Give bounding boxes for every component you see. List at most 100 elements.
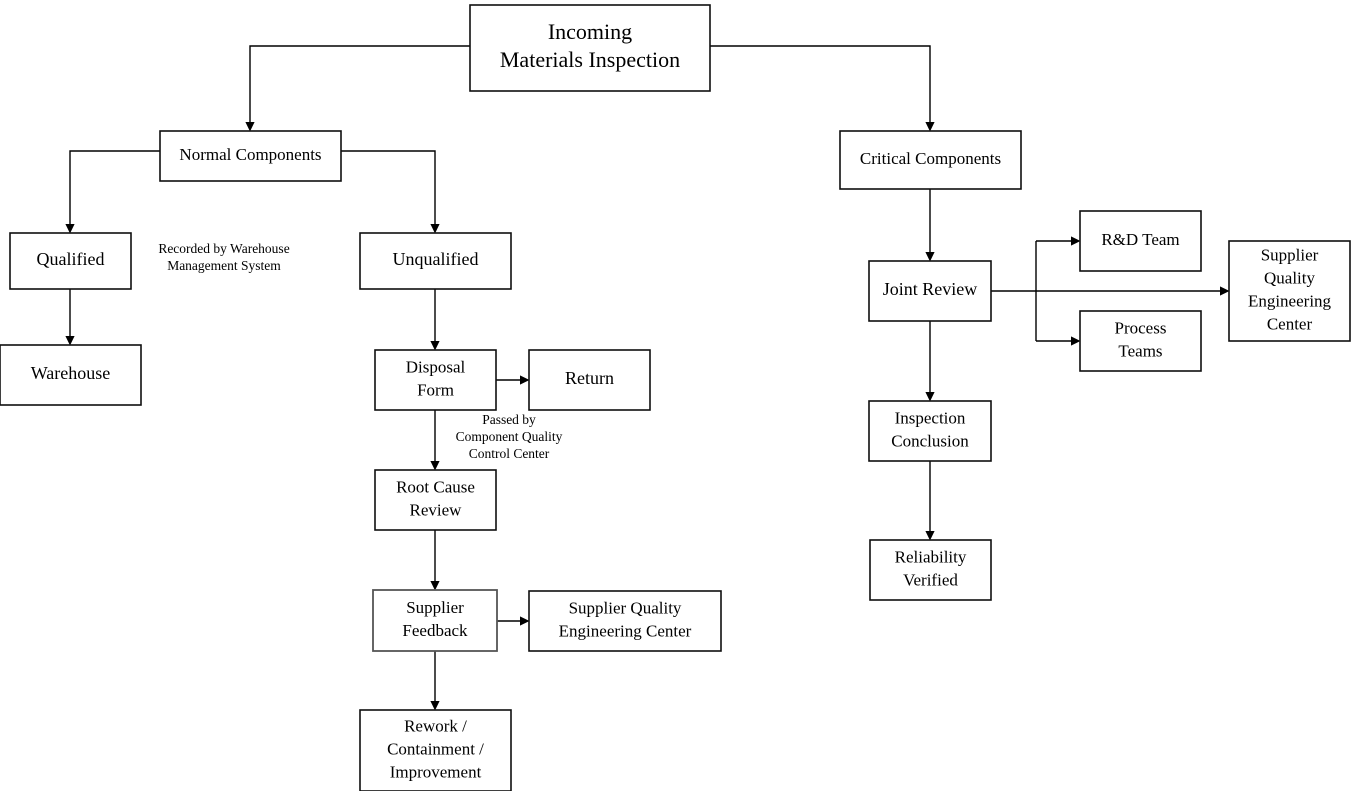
node-box[interactable] bbox=[528, 349, 651, 411]
edge-supplierfeedback-to-sqec bbox=[497, 616, 530, 626]
node-rd_team[interactable]: R&D Team bbox=[1079, 210, 1202, 272]
arrow-head-down bbox=[430, 461, 440, 471]
edge-jointreview-to-inspection bbox=[925, 321, 935, 402]
edge-normal-to-qualified bbox=[65, 150, 160, 234]
node-box[interactable] bbox=[159, 130, 342, 182]
edge-line bbox=[991, 240, 1224, 342]
edge-jointreview-to-sqec-right bbox=[1220, 286, 1230, 296]
arrow-head-down bbox=[430, 224, 440, 234]
edge-supplierfeedback-to-rework bbox=[430, 651, 440, 711]
arrow-head-right bbox=[1071, 236, 1081, 246]
arrow-head-right bbox=[520, 375, 530, 385]
node-box[interactable] bbox=[1079, 310, 1202, 372]
edge-jointreview-split bbox=[991, 240, 1224, 342]
node-box[interactable] bbox=[372, 589, 498, 652]
node-label: Normal Components bbox=[179, 145, 321, 164]
edge-qualified-to-warehouse bbox=[65, 289, 75, 346]
node-box[interactable] bbox=[9, 232, 132, 290]
edge-rootcause-to-supplierfeedback bbox=[430, 530, 440, 591]
node-box[interactable] bbox=[0, 344, 142, 406]
node-box[interactable] bbox=[374, 349, 497, 411]
arrow-head-down bbox=[925, 122, 935, 132]
edge-line bbox=[69, 150, 160, 228]
arrow-head-down bbox=[430, 581, 440, 591]
node-box[interactable] bbox=[374, 469, 497, 531]
node-box[interactable] bbox=[869, 539, 992, 601]
node-box[interactable] bbox=[469, 4, 711, 92]
edge-line bbox=[710, 45, 931, 126]
node-box[interactable] bbox=[359, 709, 512, 791]
arrow-head-down bbox=[430, 341, 440, 351]
edge-incoming-to-critical bbox=[710, 45, 935, 132]
node-return[interactable]: Return bbox=[528, 349, 651, 411]
arrow-head-right bbox=[1220, 286, 1230, 296]
node-box[interactable] bbox=[839, 130, 1022, 190]
edge-jointreview-to-rd bbox=[1071, 236, 1081, 246]
node-joint_review[interactable]: Joint Review bbox=[868, 260, 992, 322]
arrow-head-down bbox=[65, 224, 75, 234]
node-box[interactable] bbox=[1079, 210, 1202, 272]
edge-disposal-to-return bbox=[496, 375, 530, 385]
node-label: Joint Review bbox=[883, 279, 978, 299]
edge-normal-to-unqualified bbox=[341, 150, 440, 234]
edge-layer bbox=[65, 45, 1230, 711]
node-label: R&D Team bbox=[1101, 230, 1179, 249]
arrow-head-down bbox=[925, 531, 935, 541]
node-box[interactable] bbox=[868, 400, 992, 462]
edge-line bbox=[341, 150, 436, 228]
arrow-head-down bbox=[245, 122, 255, 132]
edge-inspection-to-reliability bbox=[925, 461, 935, 541]
node-label: Qualified bbox=[37, 249, 105, 269]
node-box[interactable] bbox=[1228, 240, 1351, 342]
edge-line bbox=[249, 45, 470, 126]
node-normal_components[interactable]: Normal Components bbox=[159, 130, 342, 182]
node-rework_containment_improvement[interactable]: Rework /Containment /Improvement bbox=[359, 709, 512, 791]
arrow-head-down bbox=[925, 252, 935, 262]
node-label: Warehouse bbox=[31, 363, 111, 383]
node-qualified[interactable]: Qualified bbox=[9, 232, 132, 290]
arrow-head-right bbox=[520, 616, 530, 626]
edge-critical-to-jointreview bbox=[925, 189, 935, 262]
node-box[interactable] bbox=[528, 590, 722, 652]
node-label: Return bbox=[565, 368, 614, 388]
arrow-head-down bbox=[65, 336, 75, 346]
arrow-head-down bbox=[925, 392, 935, 402]
node-label: Critical Components bbox=[860, 149, 1001, 168]
node-box[interactable] bbox=[359, 232, 512, 290]
node-label: Unqualified bbox=[393, 249, 479, 269]
edge-unqualified-to-disposal bbox=[430, 289, 440, 351]
edge-incoming-to-normal bbox=[245, 45, 470, 132]
node-warehouse[interactable]: Warehouse bbox=[0, 344, 142, 406]
node-label: Rework /Containment /Improvement bbox=[387, 716, 484, 781]
node-critical_components[interactable]: Critical Components bbox=[839, 130, 1022, 190]
node-box[interactable] bbox=[868, 260, 992, 322]
arrow-head-right bbox=[1071, 336, 1081, 346]
edge-jointreview-to-process bbox=[1071, 336, 1081, 346]
edge-disposal-to-rootcause bbox=[430, 410, 440, 471]
node-unqualified[interactable]: Unqualified bbox=[359, 232, 512, 290]
